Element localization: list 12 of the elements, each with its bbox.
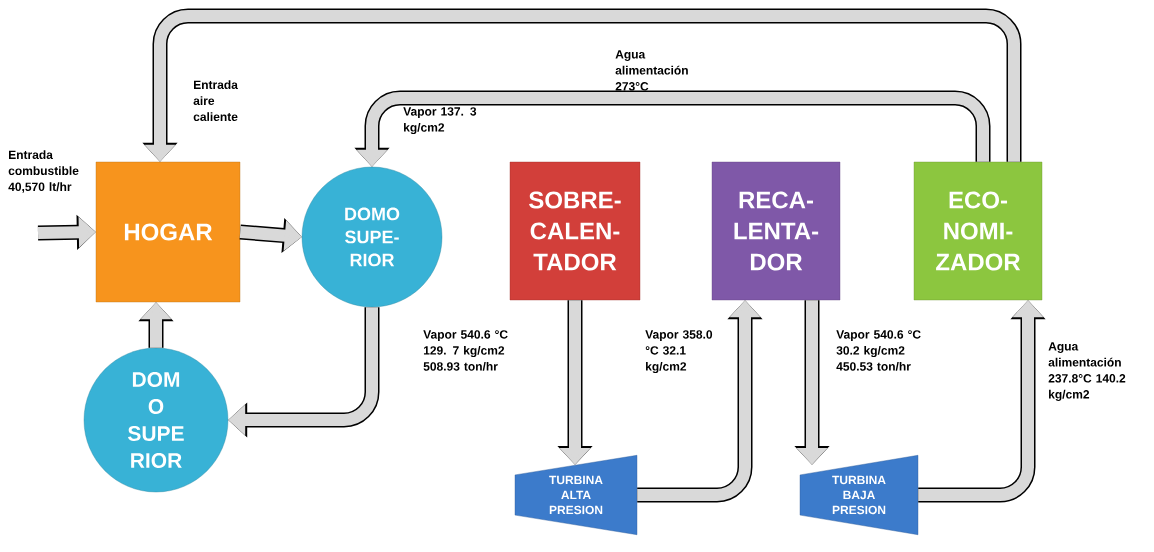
process-box: HOGAR <box>95 161 241 303</box>
process-box: ECO- NOMI- ZADOR <box>913 161 1043 301</box>
process-box: SOBRE- CALEN- TADOR <box>509 161 641 301</box>
annotation-text: Entrada aire caliente <box>193 80 238 121</box>
annotation-text: Vapor 540.6 °C 30.2 kg/cm2 450.53 ton/hr <box>836 330 921 371</box>
annotation-text: Vapor 137. 3 kg/cm2 <box>403 107 477 135</box>
annotation-text: Agua alimentación 273°C <box>615 50 688 91</box>
annotation-text: Entrada combustible 40,570 lt/hr <box>8 150 79 193</box>
process-box: RECA- LENTA- DOR <box>711 161 841 301</box>
annotation-text: Vapor 540.6 °C 129. 7 kg/cm2 508.93 ton/hr <box>423 330 508 371</box>
annotation-text: Vapor 358.0 °C 32.1 kg/cm2 <box>645 330 713 374</box>
annotation-text: Agua alimentación 237.8°C 140.2 kg/cm2 <box>1048 342 1126 401</box>
